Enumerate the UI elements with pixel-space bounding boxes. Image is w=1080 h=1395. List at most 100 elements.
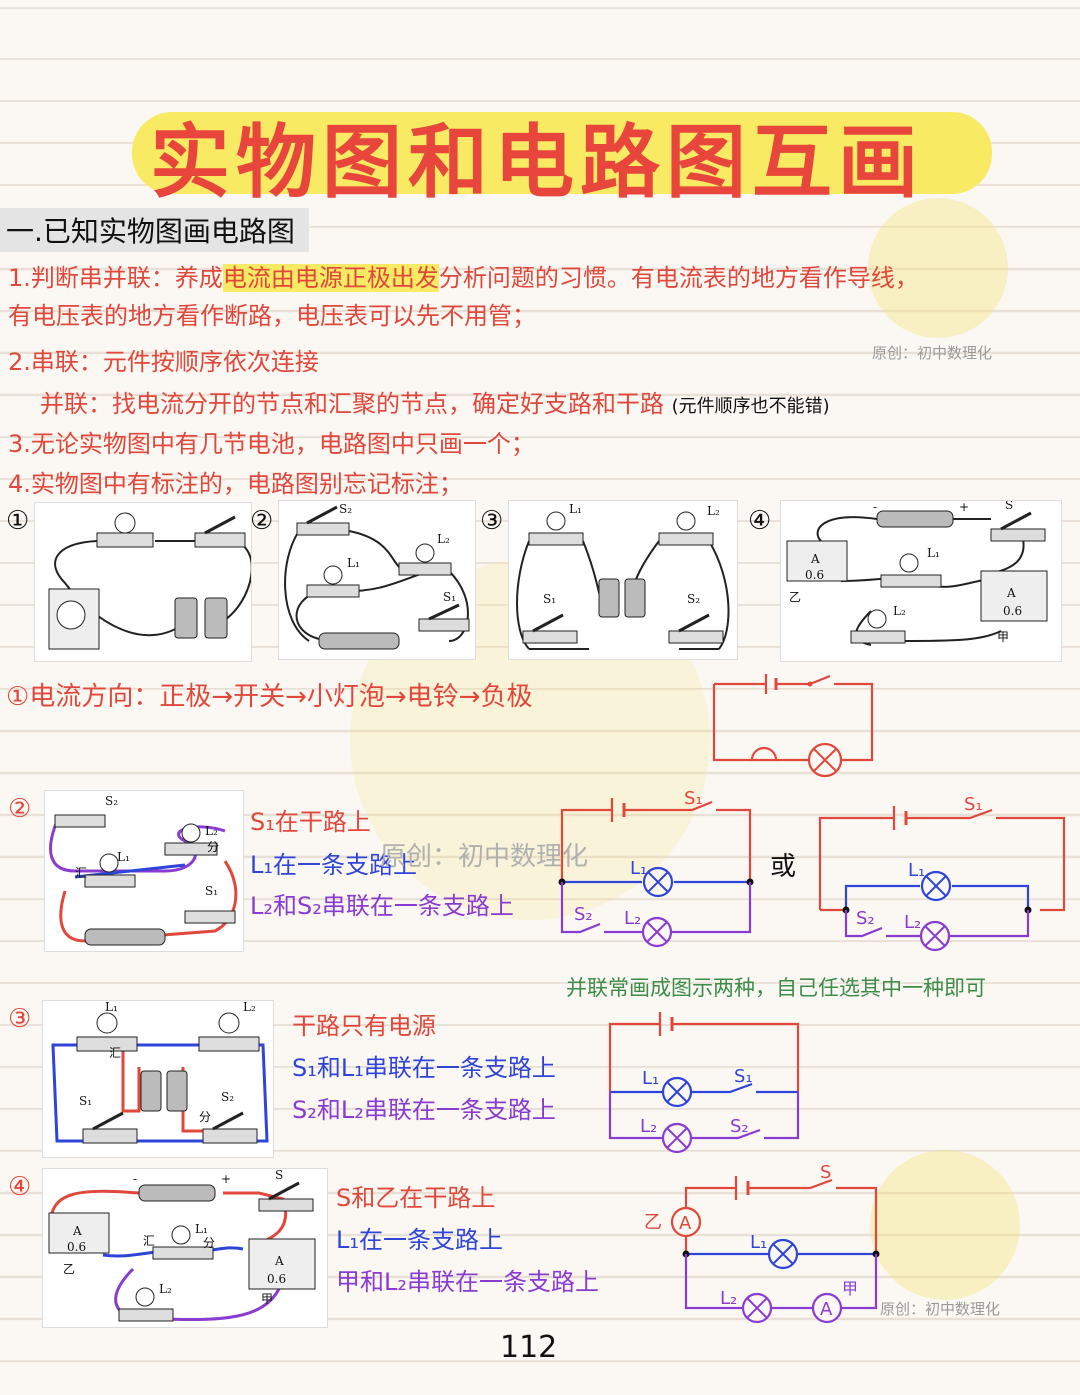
page-title: 实物图和电路图互画 <box>150 116 924 209</box>
circuit-diagram-3: L₁ S₁ L₂ S₂ <box>608 1012 800 1154</box>
example-3-s2l2: S₂和L₂串联在一条支路上 <box>292 1096 556 1124</box>
label-l2: L₂ <box>707 504 720 518</box>
example-3-annotated-drawing: L₁ 汇 L₂ S₁ S₂ 分 <box>51 1000 269 1144</box>
label-s1: S₁ <box>734 1066 753 1087</box>
label-l1: L₁ <box>569 502 582 516</box>
rule-1-line-2: 有电压表的地方看作断路，电压表可以先不用管； <box>8 302 536 330</box>
credit-watermark-top: 原创：初中数理化 <box>872 344 993 362</box>
circuit-diagram-2b: S₁ L₁ S₂ L₂ <box>818 794 1066 952</box>
label-s1: S₁ <box>964 794 983 815</box>
label-yi: 乙 <box>63 1262 75 1276</box>
label-l1: L₁ <box>195 1222 208 1236</box>
label-jia: 甲 <box>997 630 1009 644</box>
label-plus: + <box>959 501 969 514</box>
label-l1: L₁ <box>117 850 130 864</box>
label-s1: S₁ <box>684 788 703 809</box>
thumbs-up-emoji-watermark <box>868 198 1008 338</box>
label-yi: 乙 <box>789 590 801 604</box>
example-2-number: ② <box>8 794 32 824</box>
example-4-annotated-drawing: - + S A 0.6 乙 L₁ 汇 分 A 0.6 甲 L₂ <box>48 1168 316 1322</box>
label-s1: S₁ <box>543 592 556 606</box>
example-3-main: 干路只有电源 <box>292 1012 436 1040</box>
example-1-direction: 电流方向：正极→开关→小灯泡→电铃→负极 <box>29 682 533 712</box>
label-s1: S₁ <box>205 884 218 898</box>
ammeter-jia-a: A <box>1006 586 1016 600</box>
label-minus: - <box>133 1172 137 1186</box>
example-2-l1: L₁在一条支路上 <box>250 851 417 879</box>
example-2-l2s2: L₂和S₂串联在一条支路上 <box>250 892 514 920</box>
ammeter-jia-a: A <box>820 1299 833 1320</box>
label-l2: L₂ <box>205 824 218 838</box>
label-s: S <box>275 1169 283 1182</box>
physical-diagram-2: S₂ L₂ L₁ S₁ <box>278 500 476 660</box>
circuit-diagram-4: S A 乙 L₁ L₂ A 甲 <box>644 1162 880 1324</box>
label-l2: L₂ <box>720 1288 737 1309</box>
label-s2: S₂ <box>339 502 352 516</box>
label-fen: 分 <box>203 1236 215 1250</box>
label-s2: S₂ <box>574 904 593 925</box>
example-4-number: ④ <box>8 1172 32 1202</box>
label-fen: 分 <box>199 1110 211 1124</box>
example-2-annotated-diagram: S₂ L₂ 分 L₁ 汇 S₁ <box>44 790 244 952</box>
label-minus: - <box>873 501 877 514</box>
physical-diagram-1 <box>34 502 253 662</box>
example-4-annotated-diagram: - + S A 0.6 乙 L₁ 汇 分 A 0.6 甲 L₂ <box>42 1168 328 1328</box>
rule-4: 4.实物图中有标注的，电路图别忘记标注； <box>8 470 463 498</box>
physical-diagram-4-drawing: - + S A 0.6 乙 L₁ A 0.6 甲 L₂ <box>786 498 1048 646</box>
label-l1: L₁ <box>750 1232 767 1253</box>
label-l2: L₂ <box>640 1116 657 1137</box>
example-3-annotated-diagram: L₁ 汇 L₂ S₁ S₂ 分 <box>42 1000 274 1158</box>
example-1-text: ①电流方向：正极→开关→小灯泡→电铃→负极 <box>6 676 532 713</box>
label-l2: L₂ <box>624 908 641 929</box>
ammeter-jia-a: A <box>274 1254 284 1268</box>
label-jia: 甲 <box>842 1279 858 1298</box>
example-2-or: 或 <box>770 852 797 882</box>
label-s1: S₁ <box>443 590 456 604</box>
label-l2: L₂ <box>243 1001 256 1014</box>
circuit-diagram-2a: S₁ L₁ S₂ L₂ <box>558 788 754 948</box>
label-l2: L₂ <box>893 604 906 618</box>
label-fen: 分 <box>207 840 219 854</box>
ammeter-yi-a: A <box>72 1224 82 1238</box>
rule-1-suffix: 分析问题的习惯。有电流表的地方看作导线， <box>438 264 919 292</box>
example-3-number: ③ <box>8 1004 32 1034</box>
figure-number-3: ③ <box>480 506 504 536</box>
rule-2-note: (元件顺序也不能错) <box>671 396 830 417</box>
label-s2: S₂ <box>221 1090 234 1104</box>
physical-diagram-2-drawing: S₂ L₂ L₁ S₁ <box>284 502 470 650</box>
figure-number-1: ① <box>6 506 30 536</box>
circuit-diagram-1 <box>712 674 874 778</box>
label-yi: 乙 <box>644 1212 662 1233</box>
label-s: S <box>820 1162 831 1183</box>
label-s2: S₂ <box>687 592 700 606</box>
label-jia: 甲 <box>261 1292 273 1306</box>
physical-diagram-1-drawing <box>48 512 253 650</box>
label-s2: S₂ <box>730 1116 749 1137</box>
section-heading: 一.已知实物图画电路图 <box>0 208 309 252</box>
label-hui: 汇 <box>75 866 87 880</box>
label-l1: L₁ <box>642 1068 659 1089</box>
rule-2-parallel: 并联：找电流分开的节点和汇聚的节点，确定好支路和干路 <box>40 390 664 418</box>
title-highlight <box>132 112 992 194</box>
label-plus: + <box>221 1172 231 1186</box>
example-2-note: 并联常画成图示两种，自己任选其中一种即可 <box>566 976 986 1000</box>
ammeter-yi-a: A <box>679 1213 692 1234</box>
label-l1: L₁ <box>347 556 360 570</box>
example-2-annotated-drawing: S₂ L₂ 分 L₁ 汇 S₁ <box>49 794 238 946</box>
rule-1-highlight: 电流由电源正极出发 <box>222 264 439 292</box>
rule-2-line-2: 并联：找电流分开的节点和汇聚的节点，确定好支路和干路 (元件顺序也不能错) <box>40 384 830 419</box>
figure-number-4: ④ <box>748 506 772 536</box>
label-s2: S₂ <box>105 794 118 808</box>
page-number: 112 <box>500 1330 558 1365</box>
example-2-s1: S₁在干路上 <box>250 808 371 836</box>
ammeter-jia-scale: 0.6 <box>267 1272 286 1286</box>
physical-diagram-4: - + S A 0.6 乙 L₁ A 0.6 甲 L₂ <box>780 498 1062 662</box>
example-4-l1: L₁在一条支路上 <box>336 1226 503 1254</box>
ammeter-yi-a: A <box>810 552 820 566</box>
rule-1-line-1: 1.判断串并联：养成电流由电源正极出发分析问题的习惯。有电流表的地方看作导线， <box>8 258 919 293</box>
rule-1-prefix: 1.判断串并联：养成 <box>8 264 223 292</box>
ammeter-jia-scale: 0.6 <box>1003 604 1022 618</box>
example-4-jia-l2: 甲和L₂串联在一条支路上 <box>336 1268 599 1296</box>
example-1-number: ① <box>6 682 30 712</box>
physical-diagram-3: L₁ L₂ S₁ S₂ <box>508 500 738 660</box>
